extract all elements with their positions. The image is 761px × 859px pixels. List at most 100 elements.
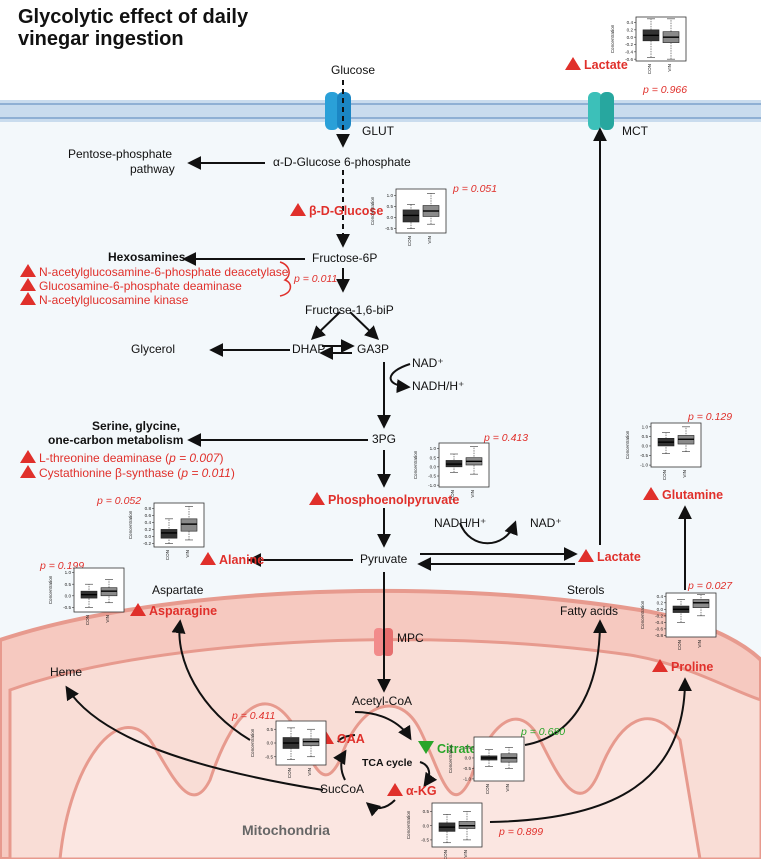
up-triangle-icon xyxy=(20,292,36,305)
tca-cycle-label: TCA cycle xyxy=(362,757,413,769)
box xyxy=(458,821,476,829)
group-label: VIN xyxy=(667,64,672,72)
group-label: CON xyxy=(443,850,448,859)
nad2-label: NAD⁺ xyxy=(530,516,562,530)
y-tick-label: 1.0 xyxy=(387,193,394,198)
y-tick-label: 0.5 xyxy=(430,455,437,460)
y-tick-label: 0.2 xyxy=(627,27,634,32)
y-tick-label: -1.0 xyxy=(463,777,471,782)
mitochondria-label: Mitochondria xyxy=(242,822,330,838)
figure-title: Glycolytic effect of daily vinegar inges… xyxy=(18,6,249,51)
y-axis-label: Concentration xyxy=(610,24,615,53)
y-tick-label: 0.6 xyxy=(145,513,152,518)
lactate-extracellular-label: Lactate xyxy=(565,57,628,72)
y-axis-label: Concentration xyxy=(250,728,255,757)
up-triangle-icon xyxy=(130,603,146,616)
group-label: VIN xyxy=(463,850,468,858)
y-tick-label: -0.5 xyxy=(63,605,71,610)
y-axis-label: Concentration xyxy=(448,744,453,773)
hexosamine-enzyme-1: N-acetylglucosamine-6-phosphate deacetyl… xyxy=(20,264,288,280)
up-triangle-icon xyxy=(643,487,659,500)
oaa-p-value: p = 0.411 xyxy=(232,710,276,722)
y-tick-label: -0.5 xyxy=(428,474,436,479)
pyruvate-label: Pyruvate xyxy=(360,552,408,566)
succoa-label: SucCoA xyxy=(320,782,365,796)
y-tick-label: -0.6 xyxy=(625,57,633,62)
citrate-label: Citrate xyxy=(418,741,477,756)
serine-heading-2: one-carbon metabolism xyxy=(48,433,184,447)
group-label: VIN xyxy=(185,550,190,558)
boxplot-svg: 0.40.20.0-0.2-0.4-0.6-0.8ConcentrationCO… xyxy=(640,592,717,650)
glucose-label: Glucose xyxy=(331,63,376,77)
group-label: VIN xyxy=(105,615,110,623)
y-tick-label: 1.0 xyxy=(642,424,649,429)
y-tick-label: -1.0 xyxy=(428,483,436,488)
up-triangle-icon xyxy=(20,450,36,463)
y-tick-label: 0.0 xyxy=(465,756,472,761)
beta-glucose-label: β-D-Glucose xyxy=(290,203,383,218)
box xyxy=(180,518,198,532)
fatty-acids-label: Fatty acids xyxy=(560,604,619,618)
group-label: CON xyxy=(407,236,412,246)
y-tick-label: 0.5 xyxy=(65,582,72,587)
y-tick-label: -0.2 xyxy=(143,541,151,546)
y-tick-label: 1.0 xyxy=(430,446,437,451)
y-tick-label: 0.5 xyxy=(642,434,649,439)
akg-label: α-KG xyxy=(387,783,437,798)
up-triangle-icon xyxy=(20,465,36,478)
3pg-label: 3PG xyxy=(372,432,397,446)
glycerol-label: Glycerol xyxy=(131,342,176,356)
y-tick-label: 0.0 xyxy=(657,607,664,612)
y-tick-label: 0.4 xyxy=(145,520,152,525)
ppp-label-1: Pentose-phosphate xyxy=(68,147,173,161)
up-triangle-icon xyxy=(578,549,594,562)
akg-p-value: p = 0.899 xyxy=(499,826,544,838)
y-tick-label: 0.5 xyxy=(465,745,472,750)
up-triangle-icon xyxy=(565,57,581,70)
asparagine-label: Asparagine xyxy=(130,603,217,618)
alanine-p-value: p = 0.052 xyxy=(97,495,142,507)
lactate-p-value: p = 0.966 xyxy=(643,84,688,96)
ppp-label-2: pathway xyxy=(130,162,175,176)
y-tick-label: -0.5 xyxy=(640,453,648,458)
y-tick-label: -0.5 xyxy=(385,226,393,231)
up-triangle-icon xyxy=(652,659,668,672)
y-tick-label: 0.0 xyxy=(65,593,72,598)
plot-frame xyxy=(73,567,125,613)
proline-p-value: p = 0.027 xyxy=(688,580,733,592)
heme-label: Heme xyxy=(50,665,83,679)
down-triangle-icon xyxy=(418,741,434,754)
y-tick-label: 0.5 xyxy=(267,727,274,732)
pep-p-value: p = 0.413 xyxy=(484,432,529,444)
up-triangle-icon xyxy=(20,264,36,277)
y-tick-label: 0.5 xyxy=(387,204,394,209)
y-tick-label: -0.5 xyxy=(463,766,471,771)
y-tick-label: 0.0 xyxy=(387,215,394,220)
y-axis-label: Concentration xyxy=(640,600,645,629)
y-tick-label: 0.0 xyxy=(267,741,274,746)
citrate-p-value: p = 0.680 xyxy=(521,726,566,738)
box xyxy=(692,599,710,608)
y-tick-label: -0.2 xyxy=(655,613,663,618)
serine-enzyme-2: Cystathionine β-synthase (p = 0.011) xyxy=(20,465,235,481)
y-tick-label: 0.0 xyxy=(642,444,649,449)
y-tick-label: -1.0 xyxy=(640,463,648,468)
y-tick-label: 0.0 xyxy=(430,464,437,469)
y-tick-label: 0.2 xyxy=(657,600,664,605)
y-tick-label: -0.5 xyxy=(421,838,429,843)
aspartate-label: Aspartate xyxy=(152,583,204,597)
y-tick-label: 0.0 xyxy=(423,823,430,828)
lactate-label: Lactate xyxy=(578,549,641,564)
